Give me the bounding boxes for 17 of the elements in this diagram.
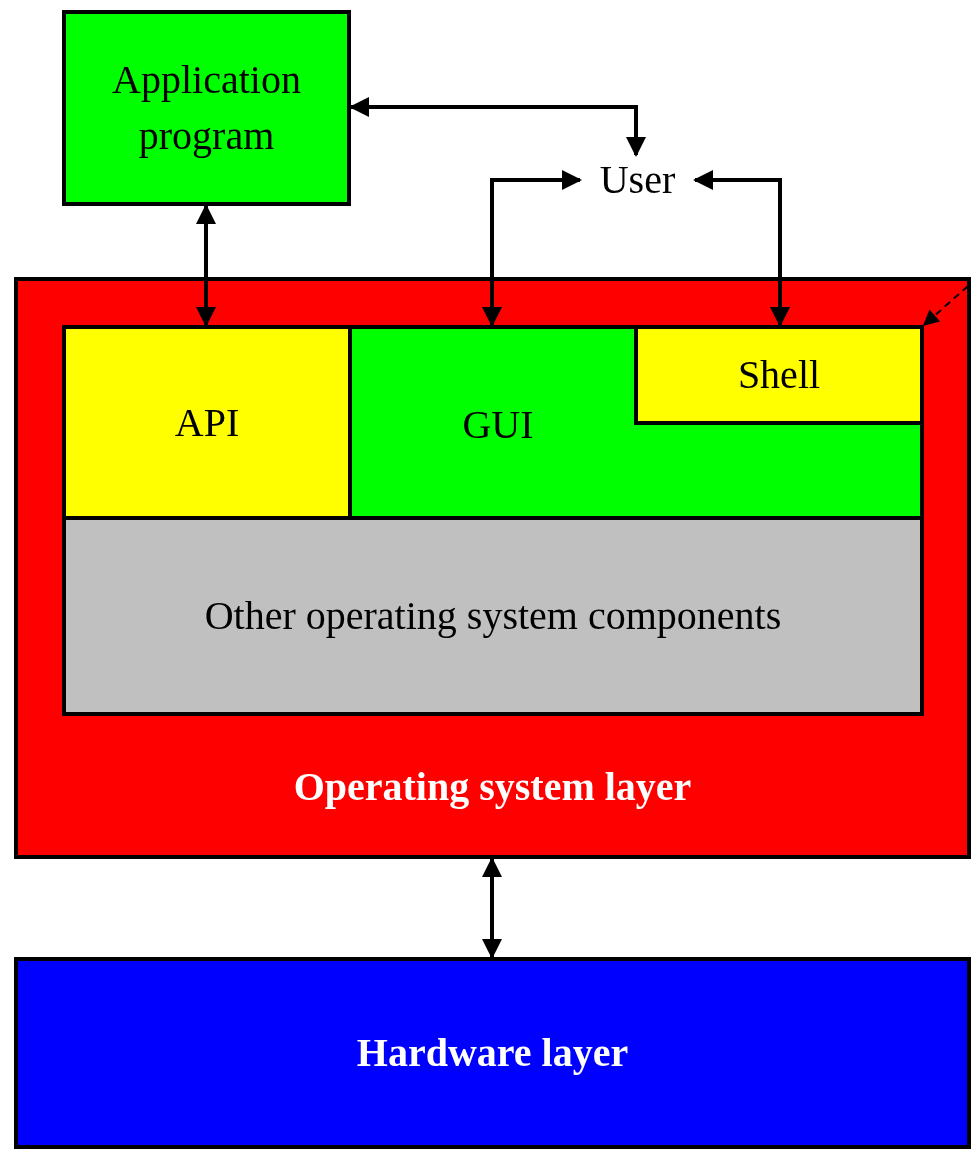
process-box	[62, 10, 351, 206]
box-label: API	[173, 398, 241, 447]
actor-label: User	[598, 156, 677, 204]
dashed-arrow	[922, 285, 969, 327]
double-arrow	[482, 170, 582, 327]
box-label: GUI	[461, 401, 535, 449]
box-label: Application program	[111, 56, 302, 160]
box-label: Shell	[736, 351, 822, 399]
double-arrow	[693, 170, 790, 327]
layer-box	[14, 957, 971, 1149]
layer-title: Hardware layer	[355, 1029, 630, 1077]
layer-box	[14, 277, 971, 859]
layer-title: Operating system layer	[292, 763, 693, 811]
double-arrow	[349, 97, 646, 157]
double-arrow	[482, 857, 502, 959]
double-arrow	[196, 204, 216, 327]
box-label: Other operating system components	[203, 592, 783, 640]
